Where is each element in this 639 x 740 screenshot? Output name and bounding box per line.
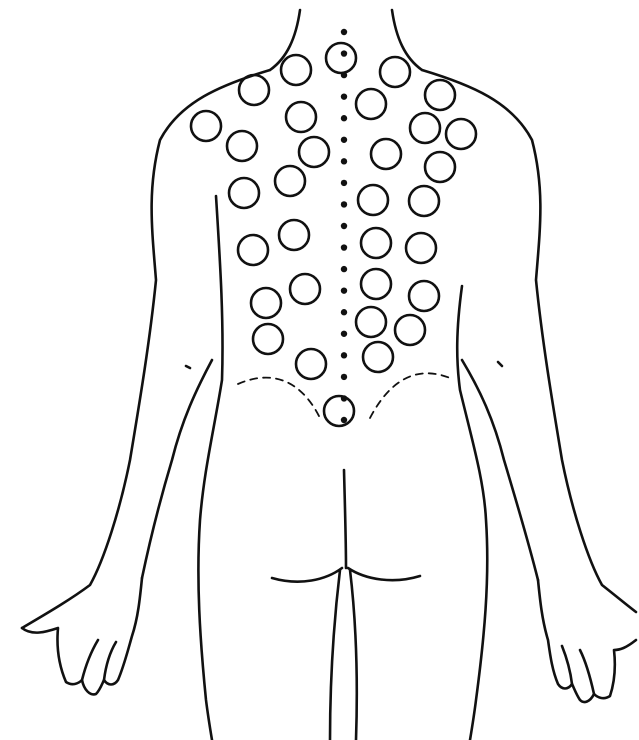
spine-dot bbox=[341, 201, 347, 207]
cup-marker bbox=[363, 342, 393, 372]
cup-marker bbox=[356, 89, 386, 119]
cup-marker bbox=[227, 131, 257, 161]
spine-dot-group bbox=[341, 29, 347, 423]
spine-dot bbox=[341, 115, 347, 121]
cup-marker bbox=[286, 102, 316, 132]
spine-dot bbox=[341, 93, 347, 99]
waist-dashed-left bbox=[238, 378, 320, 418]
inner-right-leg bbox=[350, 570, 357, 740]
left-torso-side bbox=[198, 196, 222, 740]
cup-marker bbox=[251, 288, 281, 318]
cup-marker bbox=[253, 324, 283, 354]
inner-left-leg bbox=[330, 570, 340, 740]
cup-marker bbox=[326, 43, 356, 73]
cup-marker bbox=[409, 186, 439, 216]
cup-marker bbox=[275, 166, 305, 196]
cup-marker bbox=[356, 307, 386, 337]
cup-marker bbox=[410, 113, 440, 143]
cup-marker bbox=[229, 178, 259, 208]
cup-marker bbox=[296, 349, 326, 379]
gluteal-cleft bbox=[344, 470, 346, 568]
cup-marker bbox=[406, 233, 436, 263]
left-gluteal-fold bbox=[272, 568, 342, 582]
spine-dot bbox=[341, 158, 347, 164]
cup-marker bbox=[239, 75, 269, 105]
cup-marker bbox=[395, 315, 425, 345]
cup-marker bbox=[425, 80, 455, 110]
spine-dot bbox=[341, 137, 347, 143]
cup-marker bbox=[279, 220, 309, 250]
left-finger-line-2 bbox=[104, 642, 116, 680]
right-inner-arm bbox=[462, 360, 538, 580]
spine-dot bbox=[341, 287, 347, 293]
right-gluteal-fold bbox=[348, 568, 420, 580]
cup-marker bbox=[290, 274, 320, 304]
cup-marker bbox=[191, 111, 221, 141]
spine-dot bbox=[341, 50, 347, 56]
spine-dot bbox=[341, 244, 347, 250]
left-finger-line bbox=[82, 640, 98, 680]
cup-marker-group bbox=[191, 43, 476, 426]
right-waist-tick bbox=[498, 362, 502, 366]
spine-dot bbox=[341, 331, 347, 337]
right-torso-side bbox=[457, 286, 487, 740]
cup-marker bbox=[361, 228, 391, 258]
cup-marker bbox=[425, 152, 455, 182]
spine-dot bbox=[341, 266, 347, 272]
right-shoulder-arm-outer bbox=[422, 70, 636, 612]
waist-dashed-right bbox=[370, 373, 450, 418]
cup-marker bbox=[371, 139, 401, 169]
left-waist-tick bbox=[186, 366, 190, 368]
right-hand bbox=[538, 580, 636, 702]
cup-marker bbox=[299, 137, 329, 167]
right-finger-line bbox=[580, 650, 594, 694]
cup-marker bbox=[238, 235, 268, 265]
right-finger-line-2 bbox=[562, 646, 572, 684]
spine-dot bbox=[341, 352, 347, 358]
spine-dot bbox=[341, 309, 347, 315]
cup-marker bbox=[361, 269, 391, 299]
spine-dot bbox=[341, 223, 347, 229]
cup-marker bbox=[358, 185, 388, 215]
body-outline bbox=[22, 10, 636, 740]
spine-dot bbox=[341, 374, 347, 380]
spine-dot bbox=[341, 180, 347, 186]
cup-marker bbox=[324, 396, 354, 426]
spine-dot bbox=[341, 417, 347, 423]
cup-marker bbox=[281, 55, 311, 85]
spine-dot bbox=[341, 29, 347, 35]
left-inner-arm bbox=[142, 360, 212, 578]
cup-marker bbox=[446, 119, 476, 149]
cup-marker bbox=[409, 281, 439, 311]
cup-marker bbox=[380, 57, 410, 87]
left-shoulder-arm-outer bbox=[22, 70, 270, 628]
